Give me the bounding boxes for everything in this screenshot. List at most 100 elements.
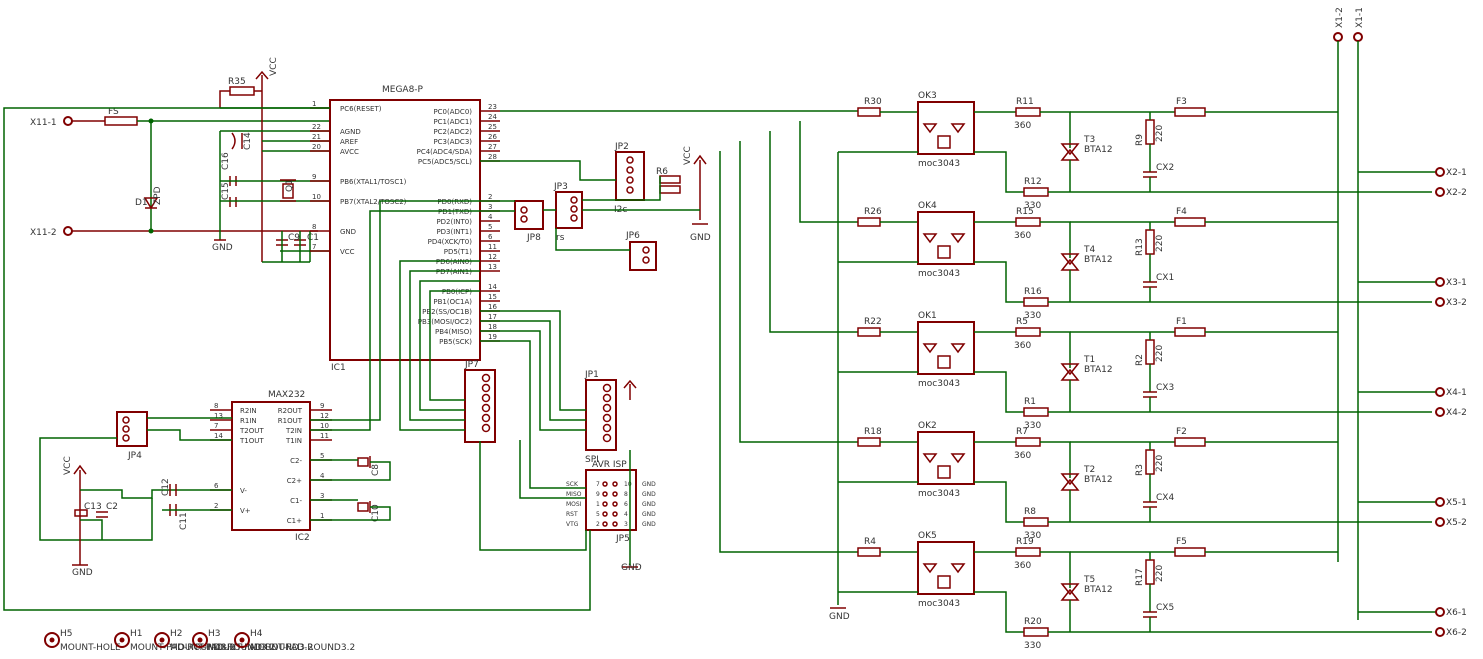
ic1-pin-number: 22 [312,123,321,131]
ic1-pin-number: 24 [488,113,497,121]
label-optocoupler: OK3 [918,91,937,101]
label-triac: T1 [1083,355,1095,365]
triac [1060,583,1080,596]
output-terminal-1[interactable] [1435,167,1445,177]
ic1-pin-number: 15 [488,293,497,301]
connectors-mid: JP2 I2c R6 VCC GND JP3 rs JP8 JP6 [480,142,711,271]
isp-gnd-label: GND [642,501,656,508]
ic1-pin-number: 10 [312,193,321,201]
terminal-x11-1[interactable] [63,116,73,126]
resistor-snubber [1145,229,1155,255]
label-jp6: JP6 [625,231,640,241]
avr-isp-connector[interactable] [585,469,637,531]
terminal-x1-2[interactable] [1333,32,1343,42]
value-resistor-bottom: 330 [1024,641,1041,651]
output-terminal-1[interactable] [1435,497,1445,507]
jp7-pin [481,413,491,423]
label-resistor-bottom: R12 [1024,177,1042,187]
label-jp4: JP4 [127,451,142,461]
label-resistor-gate: R11 [1016,97,1034,107]
jp3-header[interactable] [555,191,583,229]
label-output-terminal-1: X4-1 [1446,388,1467,398]
output-terminal-1[interactable] [1435,387,1445,397]
ic2-pin-number: 5 [320,452,324,460]
isp-pin-number: 3 [624,521,628,528]
ic2-pin-name: R2IN [240,407,257,415]
label-optocoupler: OK5 [918,531,937,541]
label-fuse: F1 [1176,317,1187,327]
ic2-pin-name: C2+ [287,477,302,485]
label-gnd-left: GND [212,243,233,253]
triac [1060,253,1080,266]
label-jp2: JP2 [614,142,629,152]
output-terminal-1[interactable] [1435,607,1445,617]
ic2-pin-number: 3 [320,492,324,500]
label-c1: C1 [307,233,319,243]
fuse-fs [104,116,138,126]
label-c14: C14 [243,132,253,150]
jp7-header[interactable] [464,369,496,443]
label-triac-part: BTA12 [1084,475,1113,485]
value-resistor-gate: 360 [1014,561,1031,571]
jp1-pin [602,433,612,443]
jp1-header[interactable] [585,379,617,451]
terminal-x11-2[interactable] [63,226,73,236]
jp8-header[interactable] [514,200,544,230]
resistor-gate [1015,107,1041,117]
isp-pin-number: 9 [596,491,600,498]
ic1-pin-number: 17 [488,313,497,321]
label-output-terminal-2: X3-2 [1446,298,1467,308]
value-resistor-snubber: 220 [1155,345,1165,362]
label-r6: R6 [656,167,668,177]
terminal-x1-1[interactable] [1353,32,1363,42]
output-terminal-2[interactable] [1435,517,1445,527]
label-jp8: JP8 [526,233,541,243]
label-optocoupler: OK4 [918,201,937,211]
value-resistor-gate: 360 [1014,341,1031,351]
ic1-pin-name: AREF [340,138,358,146]
output-terminal-2[interactable] [1435,187,1445,197]
label-output-terminal-2: X4-2 [1446,408,1467,418]
label-zpd: ZPD [153,186,163,205]
value-resistor-snubber: 220 [1155,235,1165,252]
triac [1060,143,1080,156]
ic1-pin-number: 5 [488,223,492,231]
resistor-bottom [1023,517,1049,527]
isp-pin-number: 8 [624,491,628,498]
jp6-header[interactable] [629,241,657,271]
label-x1-1: X1-1 [1355,7,1365,28]
label-gnd-max: GND [72,568,93,578]
label-c9: C9 [288,233,300,243]
ic1-pin-number: 7 [312,243,316,251]
output-terminal-2[interactable] [1435,407,1445,417]
resistor-input [857,107,881,117]
crystal-q1 [282,183,294,199]
output-terminal-2[interactable] [1435,297,1445,307]
resistor-gate [1015,437,1041,447]
vcc-arrow-top [255,70,269,80]
mount-hole-text: MOUNT-PAD-ROUND3.2 [250,643,355,653]
ic2-pin-number: 6 [214,482,219,490]
output-terminal-2[interactable] [1435,627,1445,637]
optocoupler [917,431,975,485]
ic1-pin-number: 14 [488,283,497,291]
zener-d1 [143,197,159,210]
label-output-terminal-2: X2-2 [1446,188,1467,198]
jp7-pin [481,383,491,393]
label-resistor-snubber: R9 [1135,134,1145,146]
ic2-pin-number: 9 [320,402,324,410]
label-capacitor-snubber: CX5 [1156,603,1174,613]
jp4-header[interactable] [116,411,148,447]
ic2-ref: IC2 [295,533,310,543]
label-resistor-bottom: R16 [1024,287,1042,297]
label-c15: C15 [221,182,231,200]
jp1-pin [602,423,612,433]
output-terminal-1[interactable] [1435,277,1445,287]
label-avr-isp: AVR ISP [592,460,627,470]
optocoupler [917,101,975,155]
